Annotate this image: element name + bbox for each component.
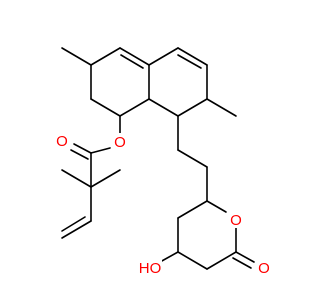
- bond: [159, 251, 179, 263]
- double-bond: [235, 251, 255, 263]
- bond: [90, 47, 121, 66]
- molecule-canvas: O O O O HO: [54, 47, 272, 277]
- double-bond: [61, 220, 92, 239]
- bond: [177, 200, 208, 219]
- double-bond: [120, 54, 144, 69]
- bond: [177, 149, 208, 168]
- bond: [206, 251, 237, 270]
- bond: [119, 98, 150, 117]
- bond: [148, 98, 179, 117]
- bond: [90, 147, 111, 154]
- bonds: [61, 47, 255, 270]
- carbonyl-oxygen-label: O: [56, 133, 68, 150]
- ring-oxygen-label: O: [230, 212, 242, 229]
- bond: [148, 47, 179, 66]
- bond: [177, 98, 208, 117]
- double-bond: [232, 257, 252, 269]
- double-bond: [177, 47, 208, 66]
- methyl-bond: [90, 169, 121, 188]
- bond: [177, 251, 208, 270]
- double-bond: [119, 47, 150, 66]
- lactone-carbonyl-oxygen-label: O: [258, 260, 270, 277]
- double-bond: [70, 149, 89, 160]
- double-bond: [73, 143, 92, 154]
- methyl-bond: [61, 169, 92, 188]
- methyl-bond: [61, 47, 92, 66]
- hydroxyl-label: HO: [139, 260, 162, 277]
- methyl-bond: [206, 98, 237, 117]
- ester-oxygen-label: O: [114, 134, 126, 151]
- bond: [90, 98, 121, 117]
- atom-labels: O O O O HO: [54, 132, 272, 277]
- double-bond: [61, 216, 86, 232]
- structure-diagram: O O O O HO: [54, 47, 272, 277]
- double-bond: [177, 54, 202, 69]
- bond: [206, 200, 227, 213]
